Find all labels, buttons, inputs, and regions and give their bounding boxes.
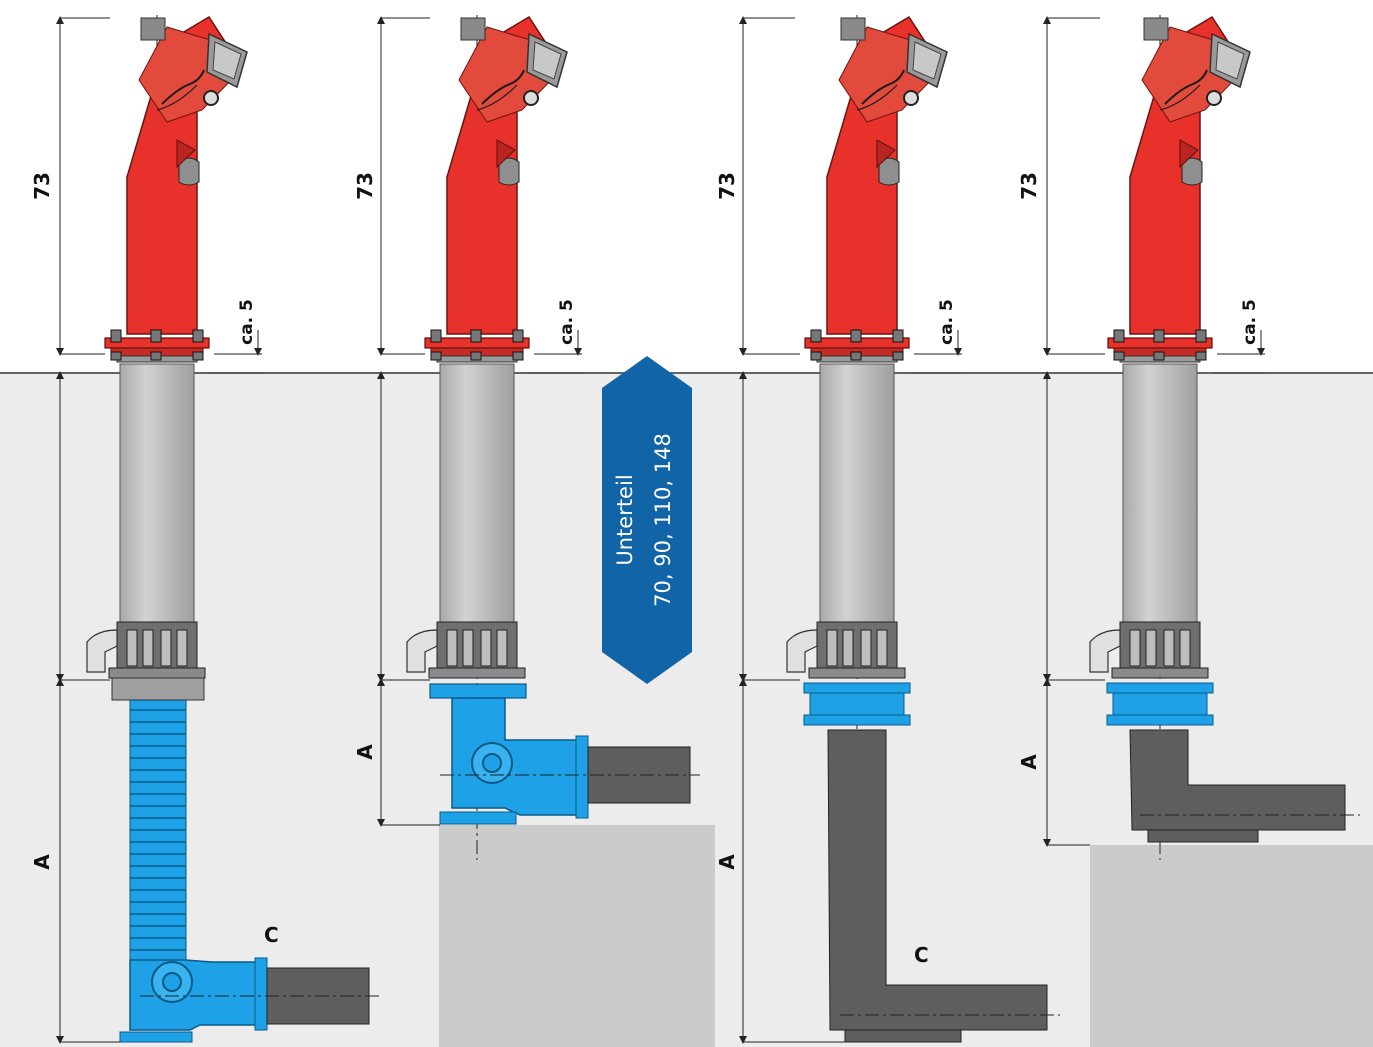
- label-ca5-v2: ca. 5: [557, 299, 577, 345]
- hydrant-variant-2: [406, 15, 700, 860]
- label-a-v2: A: [353, 744, 377, 760]
- dimension-labels: 73 73 73 73 ca. 5 ca. 5 ca. 5 ca. 5 A A …: [30, 172, 1260, 967]
- hydrant-variant-3: [786, 15, 1060, 1043]
- label-73-v3: 73: [715, 172, 739, 200]
- hydrant-variant-1: [86, 15, 380, 1043]
- label-a-v1: A: [30, 854, 54, 870]
- label-ca5-v4: ca. 5: [1240, 299, 1260, 345]
- dimension-lines: [56, 16, 1265, 1044]
- label-ca5-v3: ca. 5: [937, 299, 957, 345]
- label-73-v4: 73: [1017, 172, 1041, 200]
- unterteil-badge: Unterteil 70, 90, 110, 148: [602, 356, 692, 684]
- label-c-v1: C: [264, 923, 279, 947]
- label-ca5-v1: ca. 5: [237, 299, 257, 345]
- label-c-v3: C: [914, 943, 929, 967]
- support-block-2: [439, 825, 715, 1047]
- badge-line-1: Unterteil: [613, 474, 637, 565]
- support-block-4: [1090, 845, 1373, 1047]
- badge-line-2: 70, 90, 110, 148: [651, 433, 675, 607]
- hydrant-variant-4: [1089, 15, 1360, 860]
- label-73-v2: 73: [353, 172, 377, 200]
- label-a-v3: A: [715, 854, 739, 870]
- label-73-v1: 73: [30, 172, 54, 200]
- label-a-v4: A: [1017, 754, 1041, 770]
